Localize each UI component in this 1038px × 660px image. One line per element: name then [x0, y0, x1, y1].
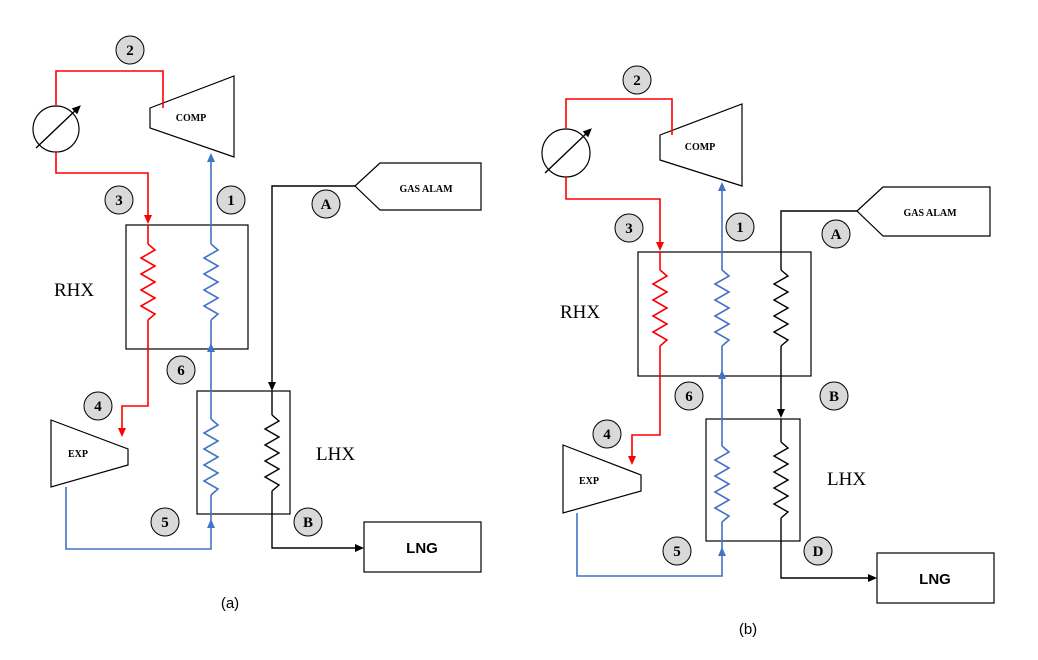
lhx-cold-coil-a — [202, 418, 220, 496]
node-5-b-label: 5 — [673, 544, 681, 560]
lng-box-a — [363, 521, 482, 573]
node-3-a — [104, 185, 134, 215]
node-3-b — [614, 213, 644, 243]
node-5-a-label: 5 — [161, 515, 169, 531]
node-1-a — [216, 185, 246, 215]
stream-3-a — [55, 152, 152, 224]
cooler-icon-b — [541, 128, 592, 178]
node-d-b — [803, 536, 833, 566]
diagram-b: 2 3 1 A 6 B 4 5 D COMP EXP GAS ALAM LNG … — [541, 65, 995, 638]
node-1-b — [725, 212, 755, 242]
node-a-b-label: A — [831, 227, 842, 243]
node-6-b-label: 6 — [685, 389, 693, 405]
expander-label-a: EXP — [68, 449, 88, 460]
node-2-a-label: 2 — [126, 43, 134, 59]
feed-label-b: GAS ALAM — [903, 208, 957, 219]
feed-label-a: GAS ALAM — [399, 184, 453, 195]
node-6-a — [166, 355, 196, 385]
node-4-a — [83, 391, 113, 421]
stream-4-a — [118, 320, 149, 437]
caption-a: (a) — [221, 595, 239, 612]
expander-a — [50, 419, 129, 488]
node-1-b-label: 1 — [736, 220, 744, 236]
node-2-a — [115, 35, 145, 65]
node-1-a-label: 1 — [227, 193, 235, 209]
node-3-b-label: 3 — [625, 221, 633, 237]
compressor-a — [149, 75, 235, 158]
node-3-a-label: 3 — [115, 193, 123, 209]
rhx-cold-coil-a — [202, 243, 220, 321]
node-6-b — [674, 381, 704, 411]
stream-a-b — [780, 210, 857, 270]
node-6-a-label: 6 — [177, 363, 185, 379]
stream-5-a — [65, 487, 215, 550]
stream-4-b — [628, 346, 661, 465]
expander-label-b: EXP — [579, 476, 599, 487]
stream-3-b — [565, 177, 664, 251]
rhx-hot-coil-b — [651, 269, 669, 347]
rhx-box-b — [637, 251, 812, 377]
node-5-b — [662, 536, 692, 566]
node-d-b-label: D — [813, 544, 824, 560]
rhx-box-a — [125, 224, 249, 350]
rhx-cold-coil-b — [713, 269, 731, 347]
stream-5-b — [576, 513, 726, 577]
node-4-b-label: 4 — [603, 427, 611, 443]
compressor-label-a: COMP — [176, 113, 207, 124]
lhx-label-a: LHX — [316, 444, 355, 465]
lhx-gas-coil-b — [772, 441, 790, 519]
node-b-b — [819, 381, 849, 411]
stream-d-b — [780, 518, 877, 582]
diagram-a: 2 3 1 A 6 4 5 B COMP EXP GAS ALAM LNG RH… — [32, 35, 482, 612]
stream-2-b — [565, 98, 673, 135]
node-a-a — [311, 189, 341, 219]
node-b-a — [293, 507, 323, 537]
lhx-cold-coil-b — [713, 445, 731, 523]
node-5-a — [150, 507, 180, 537]
feed-gas-b — [856, 186, 991, 237]
node-b-b-label: B — [829, 389, 839, 405]
lhx-label-b: LHX — [827, 469, 866, 490]
expander-b — [562, 444, 642, 514]
compressor-label-b: COMP — [685, 142, 716, 153]
rhx-hot-coil-a — [139, 243, 157, 321]
stream-2-a — [55, 70, 164, 108]
node-4-a-label: 4 — [94, 399, 102, 415]
node-2-b-label: 2 — [633, 73, 641, 89]
rhx-label-b: RHX — [560, 302, 600, 323]
node-a-b — [821, 219, 851, 249]
lng-label-b: LNG — [919, 571, 951, 588]
rhx-label-a: RHX — [54, 280, 94, 301]
feed-gas-a — [354, 162, 482, 211]
compressor-b — [659, 103, 743, 187]
stream-a-a — [268, 185, 355, 391]
lng-box-b — [876, 552, 995, 604]
cooler-icon-a — [32, 105, 81, 153]
node-a-a-label: A — [321, 197, 332, 213]
lhx-gas-coil-a — [263, 414, 281, 492]
node-2-b — [622, 65, 652, 95]
caption-b: (b) — [739, 621, 757, 638]
lng-label-a: LNG — [406, 540, 438, 557]
node-b-a-label: B — [303, 515, 313, 531]
stream-b-a — [271, 491, 364, 552]
lhx-box-b — [705, 418, 801, 542]
node-4-b — [592, 419, 622, 449]
rhx-gas-coil-b — [772, 269, 790, 347]
